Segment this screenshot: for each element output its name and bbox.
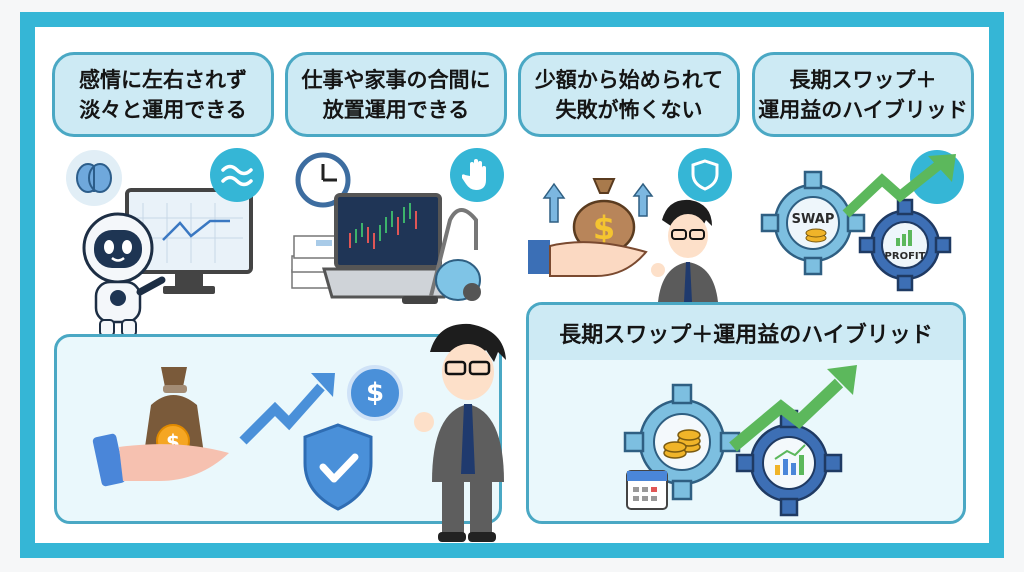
- benefit-line2: 淡々と運用できる: [79, 97, 247, 122]
- money-bag-icon: $: [570, 175, 638, 255]
- benefit-line1: 長期スワップ＋: [789, 67, 937, 92]
- svg-text:PROFIT: PROFIT: [885, 251, 926, 262]
- clock-icon: [295, 152, 351, 208]
- robot-mascot: [78, 210, 170, 338]
- benefit-line2: 放置運用できる: [322, 97, 470, 122]
- svg-text:$: $: [593, 209, 615, 247]
- dollar-coin-icon: $: [347, 365, 403, 421]
- businessman-mascot-large: [412, 322, 514, 546]
- benefit-pill-hybrid: 長期スワップ＋ 運用益のハイブリッド: [752, 52, 974, 137]
- gear-profit-icon: PROFIT: [858, 198, 952, 292]
- hand-stop-icon: [450, 148, 504, 202]
- svg-text:SWAP: SWAP: [792, 212, 835, 227]
- monitor-chart-icon: [125, 188, 253, 298]
- businessman-mascot-small: [648, 198, 724, 302]
- benefit-pill-small-start: 少額から始められて 失敗が怖くない: [518, 52, 740, 137]
- gear-swap-icon: SWAP: [760, 170, 866, 276]
- hand-icon: [528, 236, 648, 280]
- brain-icon: [66, 150, 122, 206]
- growth-arrow-icon: [729, 363, 859, 453]
- bottom-right-panel: 長期スワップ＋運用益のハイブリッド: [526, 302, 966, 524]
- benefit-pill-emotion: 感情に左右されず 淡々と運用できる: [52, 52, 274, 137]
- growth-arrow-icon: [842, 152, 960, 224]
- arrow-up-icon: [632, 182, 654, 218]
- gear-chart-icon: [735, 409, 843, 517]
- growth-arrow-icon: [237, 369, 337, 449]
- benefit-line1: 感情に左右されず: [79, 67, 247, 92]
- shield-check-icon: [301, 423, 375, 511]
- hand-money-bag-icon: $: [91, 365, 241, 493]
- arrow-up-icon: [542, 182, 566, 224]
- laptop-chart-icon: [322, 193, 454, 301]
- wave-icon: [210, 148, 264, 202]
- gear-coins-icon: [623, 383, 741, 501]
- benefit-line1: 仕事や家事の合間に: [301, 67, 491, 92]
- benefit-line2: 運用益のハイブリッド: [758, 97, 968, 122]
- calendar-icon: [625, 465, 669, 511]
- benefit-pill-hands-off: 仕事や家事の合間に 放置運用できる: [285, 52, 507, 137]
- shield-icon: [678, 148, 732, 202]
- vacuum-cleaner-icon: [400, 200, 482, 308]
- benefit-line2: 失敗が怖くない: [555, 97, 703, 122]
- benefit-line1: 少額から始められて: [534, 67, 724, 92]
- panel-title: 長期スワップ＋運用益のハイブリッド: [529, 305, 963, 360]
